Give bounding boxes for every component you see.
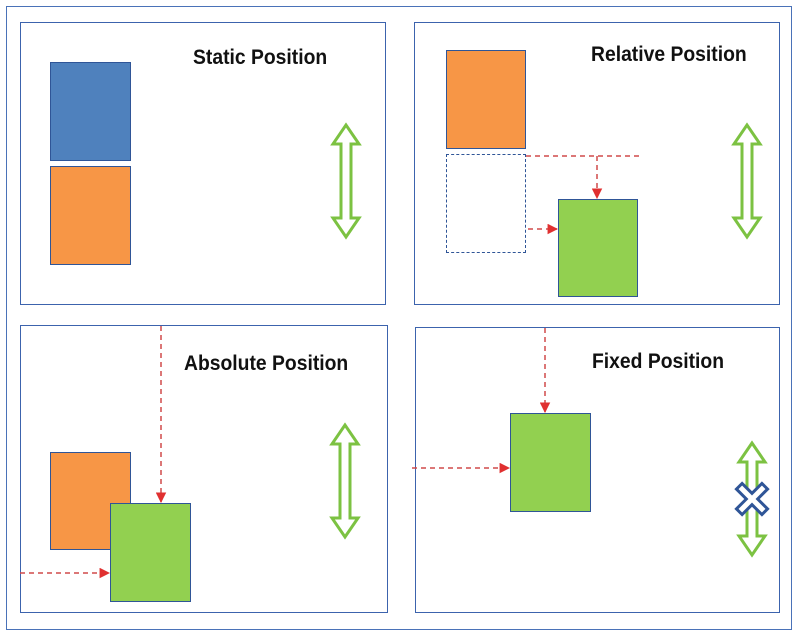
absolute-orange-box bbox=[50, 452, 131, 550]
static-blue-box bbox=[50, 62, 131, 161]
panel-fixed-title: Fixed Position bbox=[592, 350, 725, 373]
diagram-frame bbox=[6, 6, 792, 630]
panel-fixed bbox=[415, 327, 780, 613]
fixed-green-box bbox=[510, 413, 591, 512]
panel-absolute bbox=[20, 325, 388, 613]
absolute-green-box bbox=[110, 503, 191, 602]
relative-orange-box bbox=[446, 50, 526, 149]
panel-relative-title: Relative Position bbox=[591, 43, 747, 66]
panel-absolute-title: Absolute Position bbox=[184, 352, 349, 375]
relative-green-box bbox=[558, 199, 638, 297]
static-orange-box bbox=[50, 166, 131, 265]
relative-original-position-outline bbox=[446, 154, 526, 253]
panel-static-title: Static Position bbox=[193, 46, 328, 69]
